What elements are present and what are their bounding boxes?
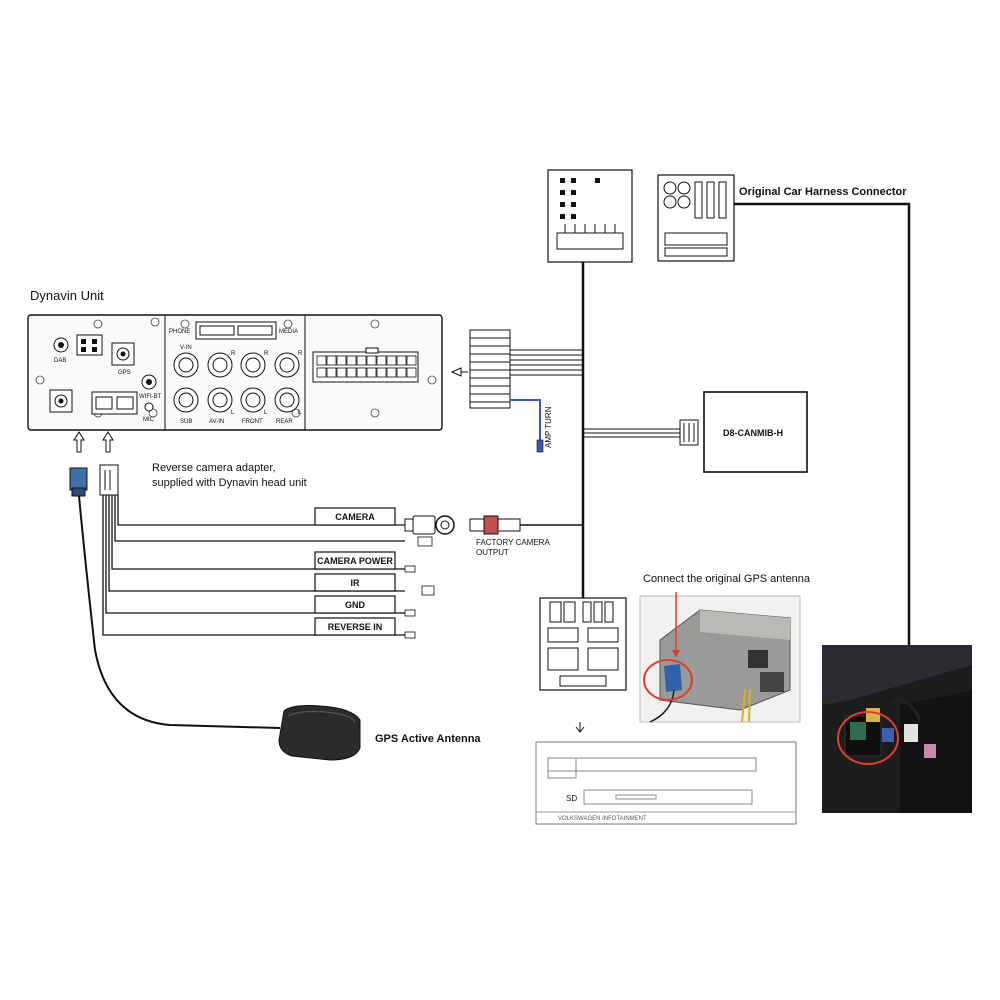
sd-slot-label: SD <box>566 794 577 803</box>
wire-label-box <box>314 595 396 614</box>
gps-antenna-label: GPS Active Antenna <box>375 733 481 745</box>
wire-camera-label: CAMERA <box>335 512 375 522</box>
wifi-bt-label: WIFI-BT <box>139 394 162 400</box>
l-label: L <box>264 410 268 416</box>
av-in-label: AV-IN <box>209 419 224 425</box>
car-harness-photo <box>822 645 972 813</box>
harness-plug <box>469 329 511 409</box>
phone-media-connector-icon <box>195 321 277 340</box>
v-in-label: V-IN <box>180 345 192 351</box>
adapter-socket-icon <box>91 391 138 415</box>
phone-label: PHONE <box>169 329 190 335</box>
harness-label: Original Car Harness Connector <box>739 186 907 198</box>
gps-connect-photo <box>639 592 801 723</box>
adapter-note-1: Reverse camera adapter, <box>152 462 276 474</box>
wire-camera-power-label: CAMERA POWER <box>317 556 393 566</box>
harness-cable <box>734 202 911 645</box>
antenna-cable <box>78 495 281 729</box>
arrow-down-icon <box>575 722 585 733</box>
media-label: MEDIA <box>279 329 298 335</box>
factory-camera-label-2: OUTPUT <box>476 548 509 557</box>
adapter-note-2: supplied with Dynavin head unit <box>152 477 307 489</box>
wire-reverse-in-label: REVERSE IN <box>328 622 383 632</box>
main-connector-icon <box>312 347 419 383</box>
rear-label: REAR <box>276 419 293 425</box>
r-label: R <box>264 351 269 357</box>
gps-antenna-icon <box>278 705 361 761</box>
quad-connector-icon <box>76 334 103 356</box>
wire-label-box <box>314 507 396 526</box>
canbus-module <box>703 391 808 473</box>
amp-turn-label: AMP TURN <box>544 406 553 448</box>
factory-camera-label-1: FACTORY CAMERA <box>476 538 550 547</box>
canbus-label: D8-CANMIB-H <box>723 428 783 438</box>
canbus-bundle <box>583 428 680 438</box>
wire-gnd-label: GND <box>345 600 366 610</box>
front-label: FRONT <box>242 419 263 425</box>
l-label: L <box>298 410 302 416</box>
wire-label-box <box>314 617 396 636</box>
mic-label: MIC <box>143 417 155 423</box>
car-connector-quadlock <box>547 169 633 263</box>
adapter-plug-icon <box>99 464 119 496</box>
gps-plug-icon <box>69 467 88 491</box>
r-label: R <box>231 351 236 357</box>
l-label: L <box>231 410 235 416</box>
adapter-wires <box>102 495 405 636</box>
dynavin-unit: DAB GPS WIFI-BT MIC PHONE MEDIA <box>27 314 443 431</box>
wire-label-box <box>314 573 396 592</box>
wire-bundle <box>510 349 583 376</box>
car-connector-harness <box>657 174 735 262</box>
amp-turn-wire <box>510 399 541 445</box>
arrow-left-icon <box>450 367 462 377</box>
wire-label-box <box>314 551 396 570</box>
gps-port-label: GPS <box>118 370 131 376</box>
unit-title: Dynavin Unit <box>30 288 104 303</box>
arrow-up-icon <box>73 431 85 453</box>
oem-infotainment-unit <box>535 741 797 825</box>
arrow-up-icon <box>102 431 114 453</box>
r-label: R <box>298 351 303 357</box>
gps-connect-label: Connect the original GPS antenna <box>643 573 811 585</box>
mic-jack-icon <box>144 402 154 412</box>
rca-female-icon <box>404 515 455 535</box>
oem-connector <box>539 597 627 691</box>
wire-terminal-icons <box>404 536 435 639</box>
rca-male-icon <box>469 515 521 535</box>
oem-unit-name: VOLKSWAGEN INFOTAINMENT <box>558 816 647 822</box>
rca-jacks-icon <box>173 352 300 413</box>
dab-label: DAB <box>54 358 66 364</box>
wire-ir-label: IR <box>351 578 361 588</box>
sub-label: SUB <box>180 419 192 425</box>
